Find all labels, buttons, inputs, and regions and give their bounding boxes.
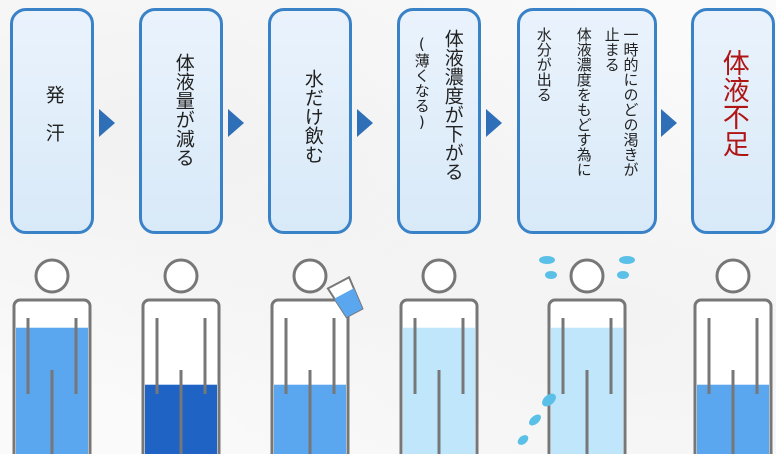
head xyxy=(34,258,70,294)
step-sublabel-dilute: (薄くなる) xyxy=(412,35,431,131)
step-sublabel-restore-left: 水分が出る xyxy=(534,27,553,102)
head xyxy=(421,258,457,294)
figure-drink xyxy=(270,258,364,454)
step-box-drink: 水だけ飲む xyxy=(268,8,352,234)
step-label-restore: 体液濃度をもどす為に xyxy=(574,27,593,177)
head xyxy=(715,258,751,294)
arrow-5 xyxy=(661,109,677,137)
arrow-1 xyxy=(99,109,115,137)
figure-volume-down xyxy=(141,258,221,454)
water-glass-icon xyxy=(326,275,364,319)
sweat-drops-icon xyxy=(517,256,635,445)
step-label-shortage: 体液不足 xyxy=(717,49,749,157)
arrow-4 xyxy=(486,109,502,137)
step-box-dilute: 体液濃度が下がる (薄くなる) xyxy=(397,8,481,234)
step-box-sweat: 発 汗 xyxy=(10,8,94,234)
step-label-volume-down: 体液量が減る xyxy=(172,53,195,167)
step-label-dilute: 体液濃度が下がる xyxy=(441,29,464,181)
figure-shortage xyxy=(693,258,773,454)
figure-sweat xyxy=(12,258,92,454)
step-label-drink: 水だけ飲む xyxy=(301,69,324,164)
step-box-volume-down: 体液量が減る xyxy=(139,8,223,234)
head xyxy=(163,258,199,294)
head xyxy=(292,258,328,294)
step-box-restore: 一時的にのどの渇きが 止まる 体液濃度をもどす為に 水分が出る xyxy=(517,8,657,234)
figure-dilute xyxy=(399,258,479,454)
head xyxy=(569,258,605,294)
step-label-sweat: 発 汗 xyxy=(42,85,65,142)
figure-restore xyxy=(517,256,635,454)
arrow-2 xyxy=(228,109,244,137)
step-sublabel-restore-right: 一時的にのどの渇きが 止まる xyxy=(602,27,640,177)
step-box-shortage: 体液不足 xyxy=(691,8,775,234)
arrow-3 xyxy=(357,109,373,137)
